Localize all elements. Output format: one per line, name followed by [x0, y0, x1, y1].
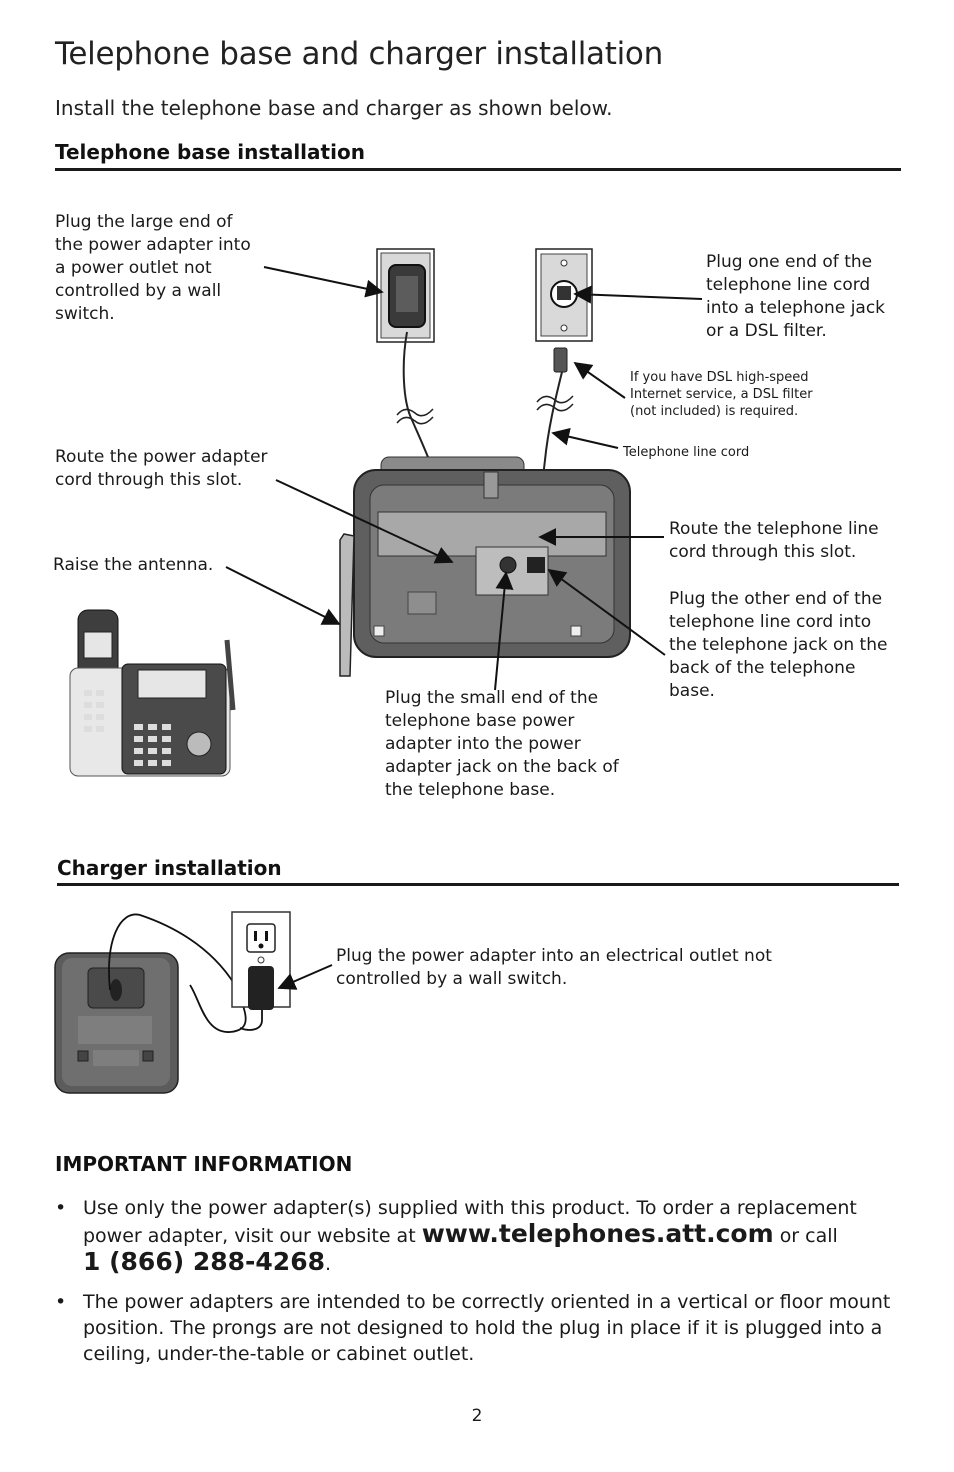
callout-phone-jack: Plug one end of the telephone line cord …: [706, 252, 886, 341]
website-link[interactable]: www.telephones.att.com: [421, 1219, 774, 1248]
base-installation-heading: Telephone base installation: [55, 140, 365, 164]
important-bullet-2: • The power adapters are intended to be …: [55, 1289, 893, 1367]
callout-plug-line: Plug the other end of the telephone line…: [669, 589, 888, 701]
page-title: Telephone base and charger installation: [55, 36, 663, 72]
callout-plug-small: Plug the small end of the telephone base…: [385, 688, 619, 800]
base-installation-diagram: [69, 248, 703, 777]
bullet-2-text: The power adapters are intended to be co…: [83, 1291, 891, 1365]
bullet-1-end: .: [324, 1253, 332, 1275]
electrical-outlet-icon: [231, 911, 291, 1010]
telephone-base-back: [353, 456, 631, 658]
callout-line-cord: Telephone line cord: [623, 445, 750, 460]
dsl-filter-icon: [553, 347, 568, 373]
page-subtitle: Install the telephone base and charger a…: [55, 96, 613, 120]
charger-cradle: [54, 952, 179, 1094]
bullet-dot: •: [55, 1291, 67, 1313]
power-outlet-icon: [376, 248, 435, 343]
callout-antenna: Raise the antenna.: [53, 555, 214, 575]
important-bullet-1: • Use only the power adapter(s) supplied…: [55, 1195, 903, 1277]
callout-dsl-filter: If you have DSL high-speed Internet serv…: [630, 370, 813, 419]
bullet-1-text: Use only the power adapter(s) supplied w…: [83, 1197, 857, 1247]
phone-set-illustration: [69, 609, 236, 777]
callout-charger-plug: Plug the power adapter into an electrica…: [336, 946, 772, 989]
important-info-heading: IMPORTANT INFORMATION: [55, 1152, 353, 1176]
charger-cord: [108, 913, 247, 1033]
base-heading-rule: [55, 168, 901, 171]
callout-power-outlet: Plug the large end of the power adapter …: [55, 212, 251, 324]
charger-heading-rule: [57, 883, 899, 886]
antenna-icon: [339, 533, 355, 677]
charger-installation-diagram: [54, 911, 333, 1094]
phone-number: 1 (866) 288-4268: [83, 1247, 325, 1276]
callout-arrows: [225, 266, 703, 691]
charger-installation-heading: Charger installation: [57, 856, 282, 880]
page-number: 2: [471, 1406, 483, 1426]
telephone-line-cord: [535, 371, 563, 566]
callout-route-power: Route the power adapter cord through thi…: [55, 447, 268, 490]
bullet-1-or: or call: [779, 1225, 838, 1247]
bullet-dot: •: [55, 1197, 67, 1219]
callout-route-line: Route the telephone line cord through th…: [669, 519, 879, 562]
